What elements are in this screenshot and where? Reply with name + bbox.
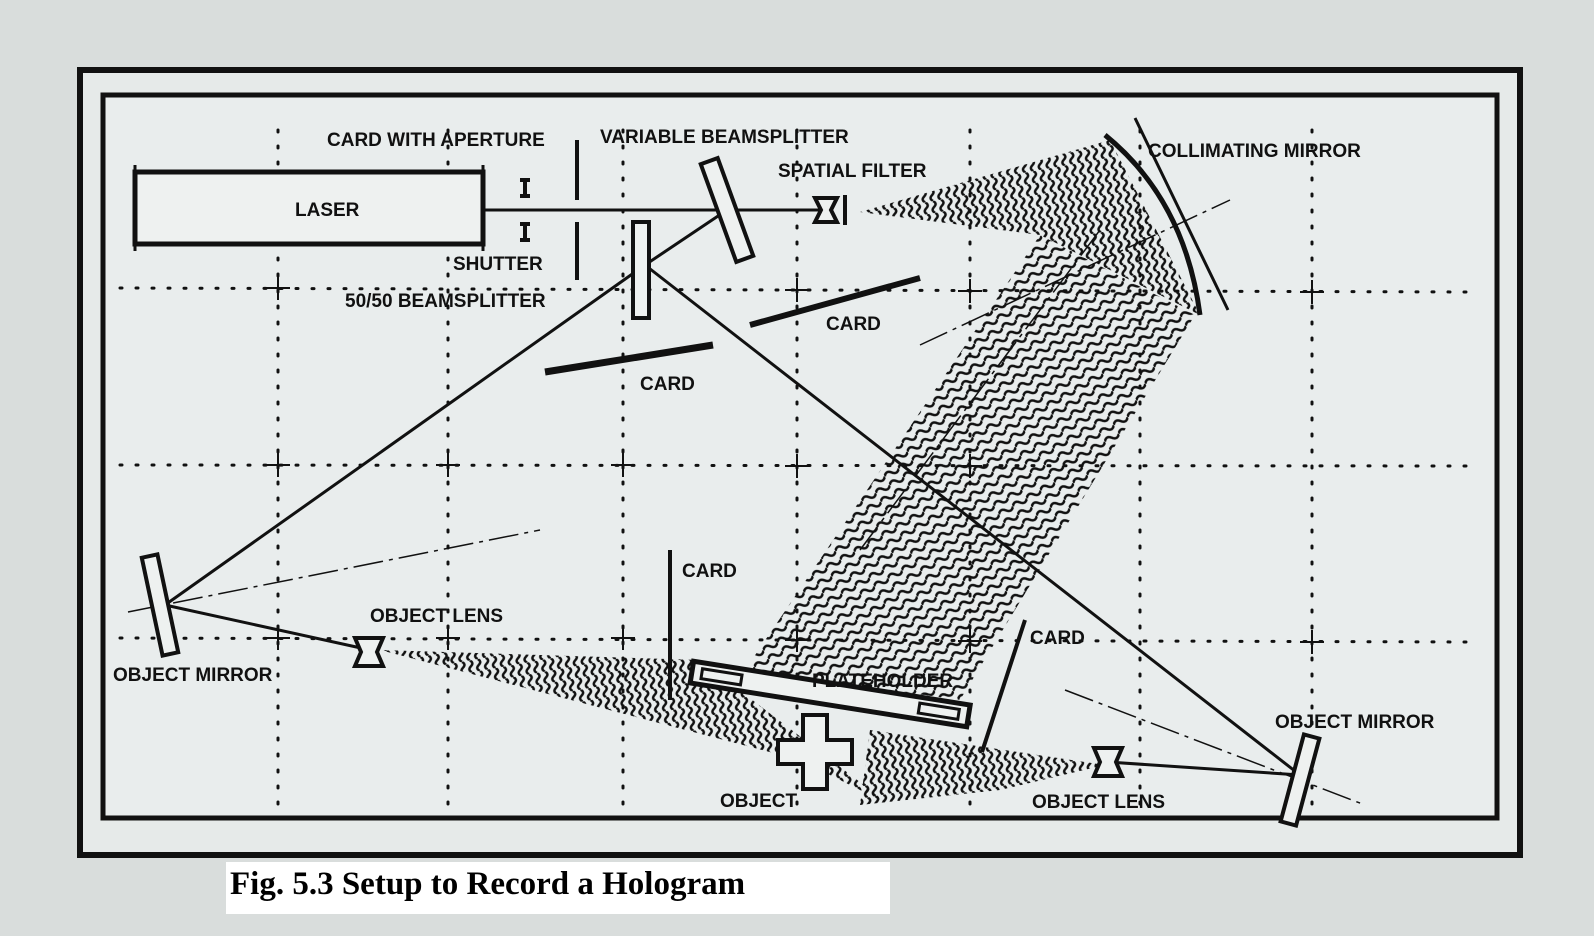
- object-beam-left: [380, 650, 890, 805]
- object-lens-left: [351, 636, 387, 668]
- shutter: [520, 178, 530, 242]
- object: [776, 713, 854, 791]
- label-card-upper-right: CARD: [826, 314, 881, 335]
- label-object: OBJECT: [720, 791, 797, 812]
- laser-beam-paths: [164, 208, 1301, 777]
- diverging-reference-beam: [860, 140, 1200, 315]
- collimating-mirror: [1103, 133, 1203, 316]
- spatial-filter: [811, 195, 847, 225]
- figure-caption: Fig. 5.3 Setup to Record a Hologram: [226, 862, 890, 914]
- label-50-50-beamsplitter: 50/50 BEAMSPLITTER: [345, 291, 546, 312]
- object-mirror-right: [1278, 732, 1322, 828]
- label-object-mirror-left: OBJECT MIRROR: [113, 665, 273, 686]
- label-object-lens-right: OBJECT LENS: [1032, 792, 1165, 813]
- label-collimating-mirror: COLLIMATING MIRROR: [1148, 141, 1361, 162]
- label-card-lower-right: CARD: [1030, 628, 1085, 649]
- label-card-with-aperture: CARD WITH APERTURE: [327, 130, 545, 151]
- label-shutter: SHUTTER: [453, 254, 543, 275]
- plateholder: [687, 658, 974, 730]
- object-mirror-left: [139, 552, 181, 658]
- label-variable-beamsplitter: VARIABLE BEAMSPLITTER: [600, 127, 849, 148]
- label-card-upper-left: CARD: [640, 374, 695, 395]
- label-plateholder: PLATEHOLDER: [812, 671, 953, 692]
- object-lens-right: [1090, 746, 1126, 778]
- card-lower-right: [980, 619, 1027, 753]
- label-object-lens-left: OBJECT LENS: [370, 606, 503, 627]
- object-beam-right: [860, 730, 1105, 805]
- 50-50-beamsplitter: [631, 220, 651, 320]
- card-upper-right: [749, 275, 921, 328]
- label-laser: LASER: [295, 200, 360, 221]
- card-upper-left: [544, 341, 714, 376]
- label-object-mirror-right: OBJECT MIRROR: [1275, 712, 1435, 733]
- label-card-middle: CARD: [682, 561, 737, 582]
- collimated-reference-beam: [745, 235, 1195, 700]
- label-spatial-filter: SPATIAL FILTER: [778, 161, 927, 182]
- variable-beamsplitter: [698, 155, 756, 265]
